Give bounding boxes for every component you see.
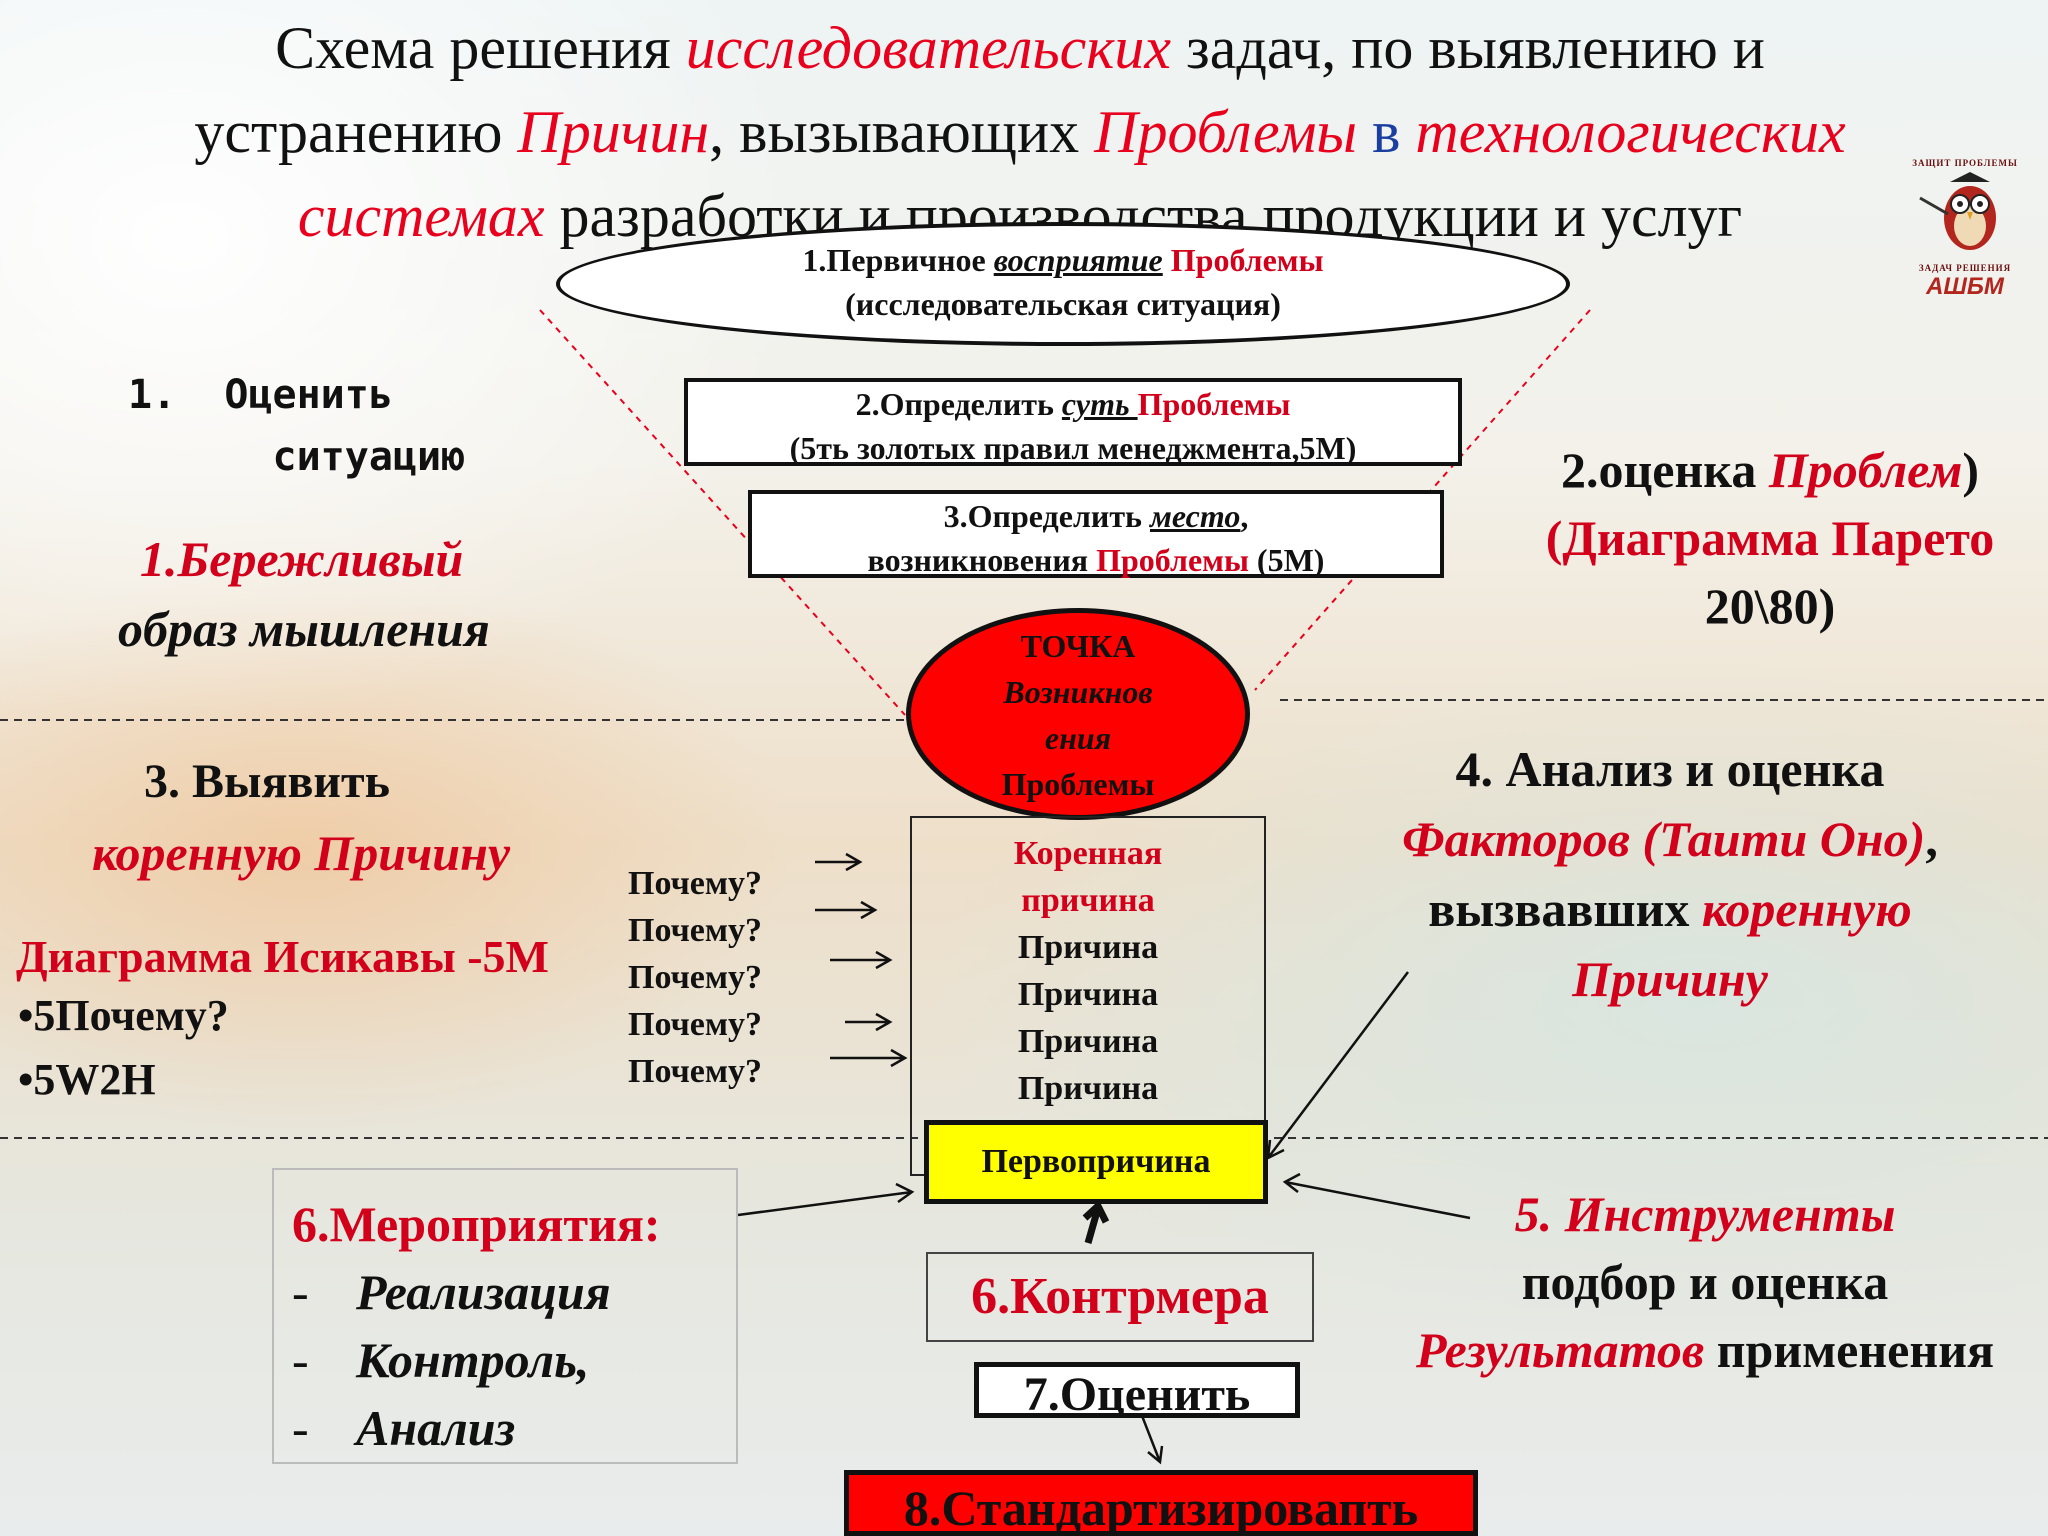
causes-box: Коренная причина Причина Причина Причина…: [910, 816, 1266, 1176]
cause-item: Причина: [1017, 1070, 1159, 1107]
root-cause-subtitle: причина: [1021, 882, 1155, 919]
logo: ЗАЩИТ ПРОБЛЕМЫ ЗАДАЧ РЕШЕНИЯ АШБМ: [1890, 158, 2040, 308]
logo-top-text: ЗАЩИТ ПРОБЛЕМЫ: [1912, 158, 2018, 168]
measures-heading: 6.Мероприятия:: [292, 1196, 661, 1252]
tools-block: 5. Инструменты подбор и оценка Результат…: [1415, 1186, 1995, 1378]
why-arrow-1: [815, 852, 863, 872]
arrow-counter-to-first-cause: [1082, 1200, 1110, 1244]
logo-mid-text: ЗАДАЧ РЕШЕНИЯ: [1918, 263, 2012, 273]
first-cause-box: Первопричина: [924, 1120, 1268, 1204]
root-cause-label: коренную Причину: [92, 825, 511, 881]
evaluate-box: 7.Оценить: [974, 1362, 1300, 1418]
five-w-two-h-bullet: •5W2H: [18, 1055, 156, 1104]
assess-situation-heading: 1. Оценить ситуацию: [128, 372, 466, 480]
page-title: Схема решения исследовательских задач, п…: [194, 15, 1846, 249]
cause-item: Причина: [1017, 976, 1159, 1013]
whys-list: Почему? Почему? Почему? Почему? Почему?: [628, 860, 762, 1095]
why-arrow-3: [830, 950, 893, 970]
cause-item: Причина: [1017, 1023, 1159, 1060]
measure-item: -Реализация: [292, 1264, 611, 1320]
owl-icon: [1919, 172, 1996, 250]
arrow-tools-to-first-cause: [1282, 1172, 1471, 1220]
factors-analysis-block: 4. Анализ и оценка Факторов (Таити Оно),…: [1402, 741, 1938, 1007]
measure-item: -Анализ: [292, 1400, 516, 1456]
why-arrow-5: [830, 1048, 908, 1068]
countermeasure-box: 6.Контрмера: [926, 1252, 1314, 1342]
why-item: Почему?: [628, 912, 762, 949]
why-item: Почему?: [628, 865, 762, 902]
measures-box: 6.Мероприятия: -Реализация -Контроль, -А…: [272, 1168, 738, 1464]
logo-brand: АШБМ: [1926, 273, 2004, 300]
arrow-measures-to-first-cause: [737, 1182, 915, 1217]
ishikawa-label: Диаграмма Исикавы -5М: [16, 931, 549, 982]
arrow-factors-to-first-cause: [1266, 971, 1409, 1161]
why-arrow-4: [845, 1012, 893, 1032]
standardize-box: 8.Стандартизировапть: [844, 1470, 1478, 1536]
five-whys-bullet: •5Почему?: [18, 991, 229, 1040]
mindset-label: образ мышления: [118, 601, 490, 657]
why-item: Почему?: [628, 959, 762, 996]
root-cause-title: Коренная: [1013, 835, 1163, 872]
lean-thinking-label: 1.Бережливый: [140, 531, 464, 587]
step3-box: 3.Определить место, возникновения Пробле…: [748, 490, 1444, 578]
pareto-block: 2.оценка Проблем) (Диаграмма Парето 20\8…: [1545, 442, 1995, 634]
problem-point-circle: ТОЧКА Возникнов ения Проблемы: [906, 608, 1250, 820]
why-arrow-2: [815, 900, 878, 920]
cause-item: Причина: [1017, 929, 1159, 966]
measure-item: -Контроль,: [292, 1332, 590, 1388]
step1-ellipse: 1.Первичное восприятие Проблемы (исследо…: [556, 222, 1570, 346]
why-item: Почему?: [628, 1053, 762, 1090]
find-root-cause-heading: 3. Выявить: [144, 755, 390, 808]
why-item: Почему?: [628, 1006, 762, 1043]
step2-box: 2.Определить суть Проблемы (5ть золотых …: [684, 378, 1462, 466]
